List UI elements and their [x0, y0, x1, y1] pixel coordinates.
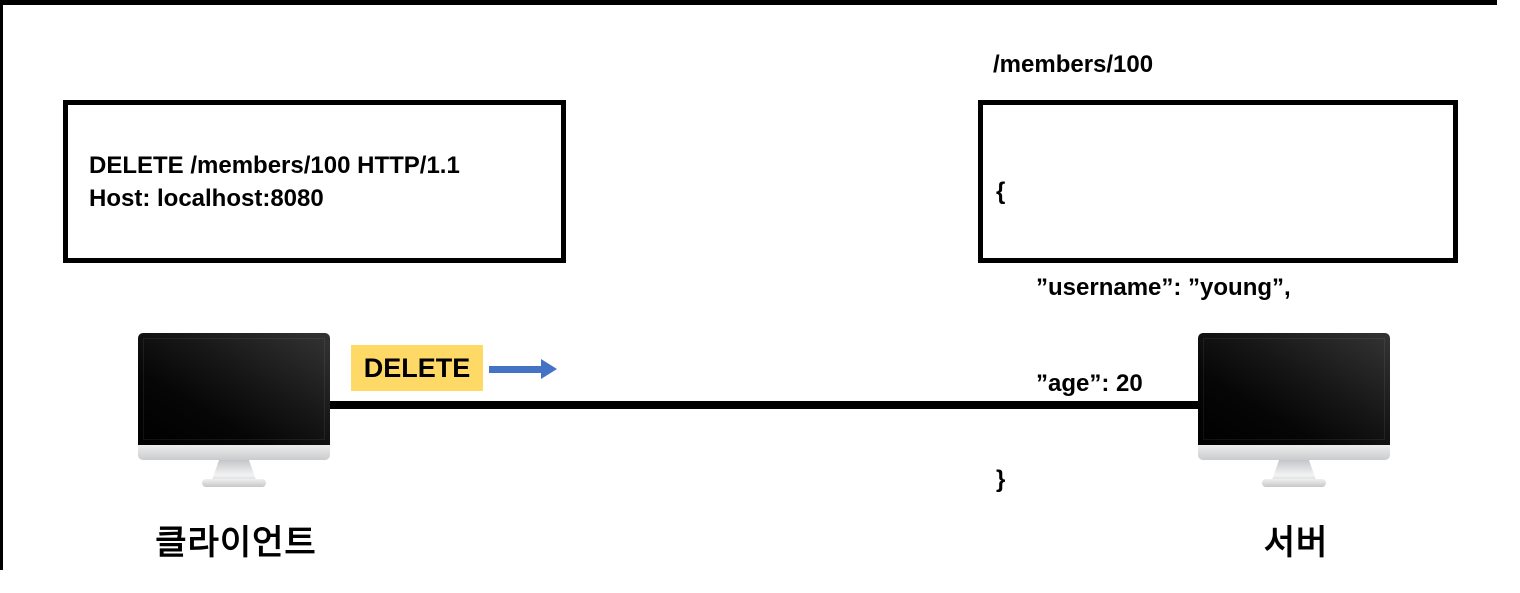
json-line-open-brace: {	[996, 178, 1006, 205]
resource-path-label: /members/100	[993, 51, 1154, 78]
host-header-line: Host: localhost:8080	[89, 184, 324, 212]
json-line-close-brace: }	[996, 466, 1006, 493]
server-label: 서버	[1263, 524, 1329, 562]
json-line-age: ”age”: 20	[1036, 370, 1143, 397]
frame-border-left	[0, 0, 3, 570]
http-request-box: DELETE /members/100 HTTP/1.1 Host: local…	[63, 100, 566, 263]
frame-border-top	[0, 0, 1497, 5]
client-monitor-screen	[138, 333, 330, 445]
client-label: 클라이언트	[155, 524, 317, 562]
delete-method-badge: DELETE	[351, 345, 483, 391]
request-start-line: DELETE /members/100 HTTP/1.1	[89, 151, 460, 179]
server-monitor-stand-neck	[1272, 460, 1316, 480]
server-computer	[1198, 333, 1390, 488]
json-line-username: ”username”: ”young”,	[1036, 274, 1291, 301]
arrow-head	[541, 359, 557, 379]
server-monitor-bezel	[1198, 445, 1390, 460]
client-monitor-bezel	[138, 445, 330, 460]
client-server-connection-line	[330, 401, 1200, 409]
resource-json-box: { ”username”: ”young”, ”age”: 20 }	[978, 100, 1458, 493]
client-monitor-stand-neck	[212, 460, 256, 480]
server-monitor-stand-base	[1262, 479, 1326, 487]
server-monitor-screen	[1198, 333, 1390, 445]
client-monitor-stand-base	[202, 479, 266, 487]
client-computer	[138, 333, 330, 488]
right-arrow-icon	[489, 355, 559, 383]
arrow-shaft	[489, 366, 542, 373]
